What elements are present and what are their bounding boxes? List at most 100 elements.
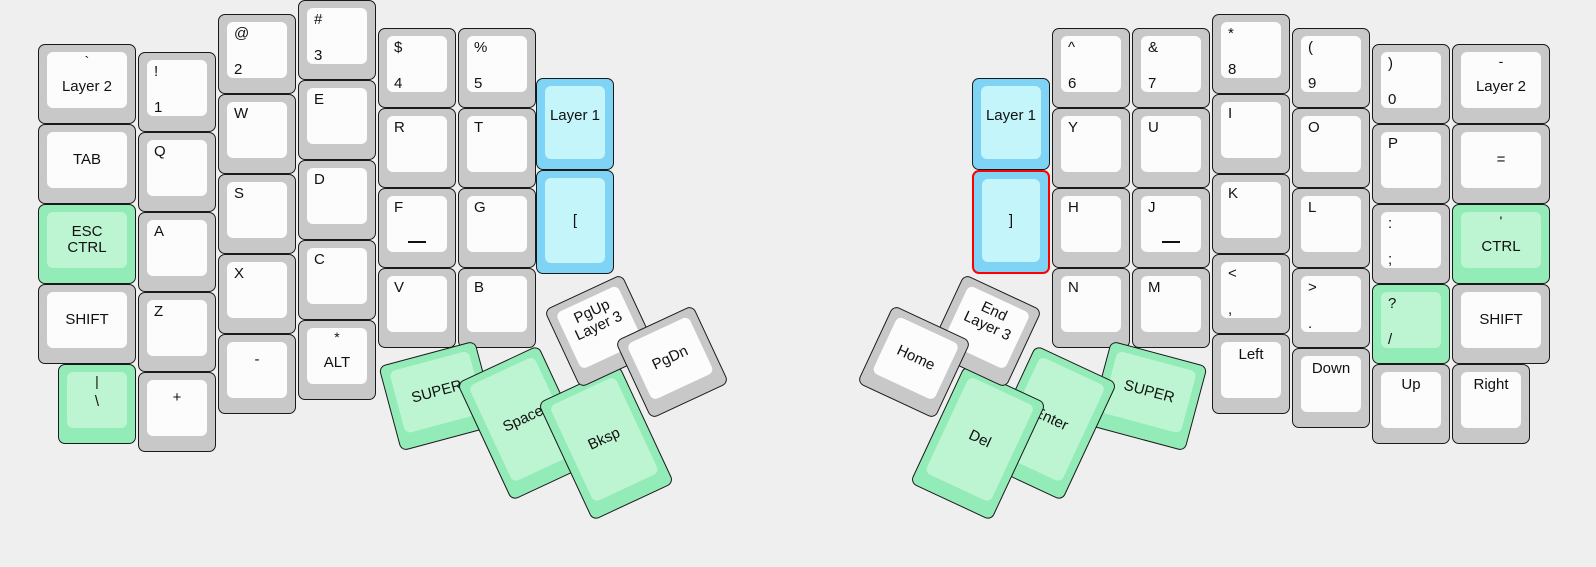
legend-shifted: ? (1388, 295, 1397, 312)
key-layer2-right[interactable]: - Layer 2 (1452, 44, 1550, 124)
key-layer1-right[interactable]: Layer 1 (972, 78, 1050, 170)
keycap: V (387, 276, 447, 332)
legend-main: J (1148, 199, 1156, 216)
key-3[interactable]: # 3 (298, 0, 376, 80)
legend-shifted: : (1388, 215, 1393, 232)
legend-main: Left (1238, 346, 1264, 363)
key-9[interactable]: ( 9 (1292, 28, 1370, 108)
key-esc-ctrl[interactable]: ESC CTRL (38, 204, 136, 284)
legend-main: B (474, 279, 485, 296)
keycap: Right (1461, 372, 1521, 428)
key-g[interactable]: G (458, 188, 536, 268)
key-shift-left[interactable]: SHIFT (38, 284, 136, 364)
keycap: ' CTRL (1461, 212, 1541, 268)
key-layer1-left[interactable]: Layer 1 (536, 78, 614, 170)
keycap: | \ (67, 372, 127, 428)
key-k[interactable]: K (1212, 174, 1290, 254)
key-slash[interactable]: ? / (1372, 284, 1450, 364)
keycap: F (387, 196, 447, 252)
key-left-arrow[interactable]: Left (1212, 334, 1290, 414)
key-right-arrow[interactable]: Right (1452, 364, 1530, 444)
key-1[interactable]: ! 1 (138, 52, 216, 132)
key-8[interactable]: * 8 (1212, 14, 1290, 94)
legend-main: / (1388, 331, 1393, 348)
keycap: PgDn (626, 315, 715, 401)
key-6[interactable]: ^ 6 (1052, 28, 1130, 108)
legend-main: Layer 1 (985, 107, 1037, 125)
key-down-arrow[interactable]: Down (1292, 348, 1370, 428)
key-layer2-left[interactable]: ` Layer 2 (38, 44, 136, 124)
keycap: Q (147, 140, 207, 196)
key-shift-right[interactable]: SHIFT (1452, 284, 1550, 364)
key-a[interactable]: A (138, 212, 216, 292)
legend-main: L (1308, 199, 1317, 216)
key-l[interactable]: L (1292, 188, 1370, 268)
keycap: * 8 (1221, 22, 1281, 78)
key-bracket-close[interactable]: ] (972, 170, 1050, 274)
key-q[interactable]: Q (138, 132, 216, 212)
key-s[interactable]: S (218, 174, 296, 254)
key-quote-ctrl[interactable]: ' CTRL (1452, 204, 1550, 284)
key-minus-left[interactable]: - (218, 334, 296, 414)
key-p[interactable]: P (1372, 124, 1450, 204)
key-c[interactable]: C (298, 240, 376, 320)
keycap: H (1061, 196, 1121, 252)
key-5[interactable]: % 5 (458, 28, 536, 108)
key-bracket-open[interactable]: [ (536, 170, 614, 274)
keycap: Down (1301, 356, 1361, 412)
key-alt[interactable]: * ALT (298, 320, 376, 400)
key-f[interactable]: F (378, 188, 456, 268)
keycap: Z (147, 300, 207, 356)
legend-main: CTRL (1481, 238, 1521, 256)
key-0[interactable]: ) 0 (1372, 44, 1450, 124)
key-u[interactable]: U (1132, 108, 1210, 188)
keycap: Layer 1 (545, 86, 605, 159)
key-w[interactable]: W (218, 94, 296, 174)
key-2[interactable]: @ 2 (218, 14, 296, 94)
legend-main: 9 (1308, 75, 1317, 92)
key-b[interactable]: B (458, 268, 536, 348)
key-tab[interactable]: TAB (38, 124, 136, 204)
keycap: - (227, 342, 287, 398)
key-z[interactable]: Z (138, 292, 216, 372)
keycap: S (227, 182, 287, 238)
legend-shifted: $ (394, 39, 403, 56)
key-j[interactable]: J (1132, 188, 1210, 268)
legend-main: C (314, 251, 325, 268)
legend-main: TAB (72, 151, 102, 169)
key-y[interactable]: Y (1052, 108, 1130, 188)
legend-line2: CTRL (67, 239, 107, 256)
key-4[interactable]: $ 4 (378, 28, 456, 108)
keycap: ` Layer 2 (47, 52, 127, 108)
key-plus[interactable]: + (138, 372, 216, 452)
key-e[interactable]: E (298, 80, 376, 160)
key-i[interactable]: I (1212, 94, 1290, 174)
legend-main: - (254, 351, 260, 368)
key-semicolon[interactable]: : ; (1372, 204, 1450, 284)
key-v[interactable]: V (378, 268, 456, 348)
legend-main: I (1228, 105, 1233, 122)
key-period[interactable]: > . (1292, 268, 1370, 348)
key-n[interactable]: N (1052, 268, 1130, 348)
key-x[interactable]: X (218, 254, 296, 334)
legend-main: Layer 2 (61, 78, 113, 96)
key-r[interactable]: R (378, 108, 456, 188)
legend-main: PgDn (649, 342, 691, 374)
key-7[interactable]: & 7 (1132, 28, 1210, 108)
key-o[interactable]: O (1292, 108, 1370, 188)
keycap: > . (1301, 276, 1361, 332)
legend-main: ; (1388, 251, 1393, 268)
key-m[interactable]: M (1132, 268, 1210, 348)
key-h[interactable]: H (1052, 188, 1130, 268)
key-t[interactable]: T (458, 108, 536, 188)
legend-main: = (1496, 151, 1506, 169)
key-d[interactable]: D (298, 160, 376, 240)
key-equal[interactable]: = (1452, 124, 1550, 204)
keycap: T (467, 116, 527, 172)
keycap: B (467, 276, 527, 332)
key-up-arrow[interactable]: Up (1372, 364, 1450, 444)
key-comma[interactable]: < , (1212, 254, 1290, 334)
key-pipe-backslash[interactable]: | \ (58, 364, 136, 444)
legend-main: Y (1068, 119, 1079, 136)
legend-main: V (394, 279, 405, 296)
